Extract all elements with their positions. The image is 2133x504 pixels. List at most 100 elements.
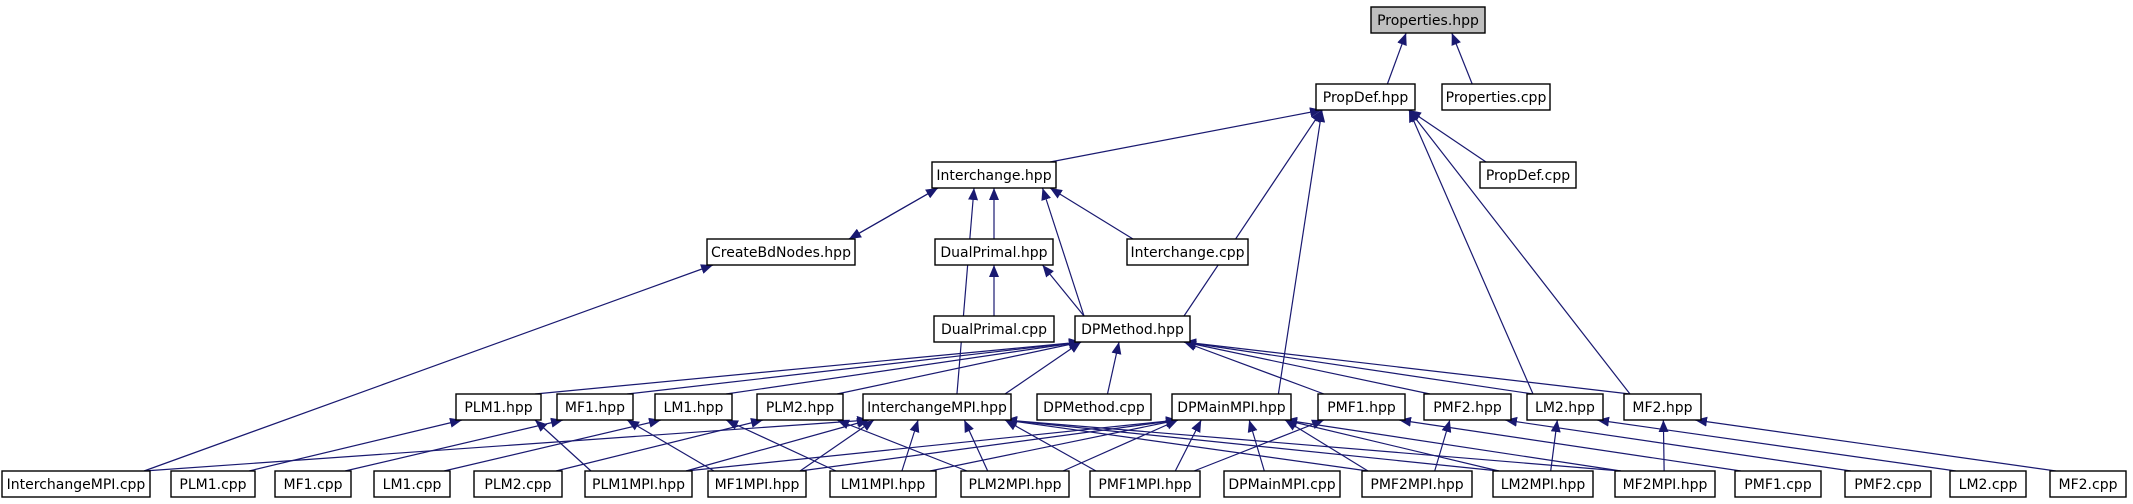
node-label: PMF1.cpp xyxy=(1744,477,1812,493)
node-mf1_hpp[interactable]: MF1.hpp xyxy=(556,393,634,421)
node-interchange_hpp[interactable]: Interchange.hpp xyxy=(931,161,1057,189)
node-label: LM1.cpp xyxy=(383,477,442,493)
node-createbdnodes_hpp[interactable]: CreateBdNodes.hpp xyxy=(706,238,856,266)
node-label: MF1MPI.hpp xyxy=(715,477,800,493)
node-plm1mpi_hpp[interactable]: PLM1MPI.hpp xyxy=(584,470,693,498)
edge-plm1_cpp-to-plm1_hpp xyxy=(248,417,463,472)
edge-plm1mpi_hpp-to-interchangempi_hpp xyxy=(685,418,870,472)
edge-dpmethod_hpp-to-interchange_hpp xyxy=(1041,187,1085,317)
node-lm2_hpp[interactable]: LM2.hpp xyxy=(1526,393,1604,421)
node-label: DualPrimal.cpp xyxy=(941,322,1047,338)
node-interchangempi_cpp[interactable]: InterchangeMPI.cpp xyxy=(1,470,151,498)
node-box xyxy=(1441,83,1551,111)
node-propdef_cpp[interactable]: PropDef.cpp xyxy=(1479,161,1577,189)
node-label: DPMainMPI.hpp xyxy=(1177,400,1286,416)
node-mf1_cpp[interactable]: MF1.cpp xyxy=(274,470,352,498)
node-box xyxy=(1949,470,2027,498)
edge-lm1_cpp-to-lm1_hpp xyxy=(443,417,662,472)
node-label: PLM1.cpp xyxy=(179,477,246,493)
edge-interchangempi_hpp-to-interchange_hpp xyxy=(956,187,979,395)
node-box xyxy=(1317,393,1406,421)
node-plm2mpi_hpp[interactable]: PLM2MPI.hpp xyxy=(960,470,1070,498)
node-properties_hpp[interactable]: Properties.hpp xyxy=(1370,6,1486,34)
node-dpmethod_cpp[interactable]: DPMethod.cpp xyxy=(1036,393,1152,421)
node-box xyxy=(274,470,352,498)
node-label: Interchange.hpp xyxy=(936,168,1051,184)
edge-plm2mpi_hpp-to-plm2_hpp xyxy=(836,419,968,472)
node-propdef_hpp[interactable]: PropDef.hpp xyxy=(1315,83,1416,111)
node-dualprimal_cpp[interactable]: DualPrimal.cpp xyxy=(933,315,1055,343)
node-pmf1mpi_hpp[interactable]: PMF1MPI.hpp xyxy=(1089,470,1201,498)
node-box xyxy=(706,238,856,266)
edge-lm2mpi_hpp-to-interchangempi_hpp xyxy=(1004,416,1500,472)
edge-pmf1_cpp-to-pmf1_hpp xyxy=(1398,416,1742,472)
node-pmf1_cpp[interactable]: PMF1.cpp xyxy=(1734,470,1822,498)
node-interchangempi_hpp[interactable]: InterchangeMPI.hpp xyxy=(862,393,1012,421)
edge-interchangempi_hpp-to-dpmethod_hpp xyxy=(1004,341,1082,395)
edge-pmf1_hpp-to-dpmethod_hpp xyxy=(1183,341,1325,395)
node-plm1_cpp[interactable]: PLM1.cpp xyxy=(170,470,256,498)
node-box xyxy=(2049,470,2127,498)
node-plm2_cpp[interactable]: PLM2.cpp xyxy=(473,470,563,498)
edge-pmf2_cpp-to-pmf2_hpp xyxy=(1504,416,1852,472)
node-lm1_hpp[interactable]: LM1.hpp xyxy=(654,393,733,421)
node-interchange_cpp[interactable]: Interchange.cpp xyxy=(1126,238,1249,266)
edge-plm1mpi_hpp-to-plm1_hpp xyxy=(534,419,592,472)
edge-pmf2mpi_hpp-to-pmf2_hpp xyxy=(1434,419,1452,472)
node-mf1mpi_hpp[interactable]: MF1MPI.hpp xyxy=(707,470,807,498)
node-mf2_cpp[interactable]: MF2.cpp xyxy=(2049,470,2127,498)
node-lm1_cpp[interactable]: LM1.cpp xyxy=(373,470,451,498)
node-pmf2_hpp[interactable]: PMF2.hpp xyxy=(1423,393,1512,421)
edge-mf1mpi_hpp-to-mf1_hpp xyxy=(626,419,715,472)
edge-plm2mpi_hpp-to-dpmainmpi_hpp xyxy=(1062,419,1179,472)
node-box xyxy=(934,238,1054,266)
node-label: LM2.cpp xyxy=(1959,477,2018,493)
node-box xyxy=(373,470,451,498)
edge-plm2mpi_hpp-to-interchangempi_hpp xyxy=(963,419,989,472)
node-label: LM1MPI.hpp xyxy=(841,477,926,493)
node-pmf2mpi_hpp[interactable]: PMF2MPI.hpp xyxy=(1361,470,1473,498)
edge-layer xyxy=(143,32,2057,472)
edge-lm2_cpp-to-lm2_hpp xyxy=(1596,416,1957,472)
node-properties_cpp[interactable]: Properties.cpp xyxy=(1441,83,1551,111)
node-plm1_hpp[interactable]: PLM1.hpp xyxy=(455,393,542,421)
node-lm1mpi_hpp[interactable]: LM1MPI.hpp xyxy=(829,470,937,498)
node-box xyxy=(1089,470,1201,498)
edge-mf1mpi_hpp-to-dpmainmpi_hpp xyxy=(799,416,1179,472)
node-plm2_hpp[interactable]: PLM2.hpp xyxy=(756,393,844,421)
node-mf2_hpp[interactable]: MF2.hpp xyxy=(1623,393,1702,421)
node-label: Interchange.cpp xyxy=(1131,245,1245,261)
node-dualprimal_hpp[interactable]: DualPrimal.hpp xyxy=(934,238,1054,266)
node-dpmainmpi_cpp[interactable]: DPMainMPI.cpp xyxy=(1223,470,1341,498)
node-box xyxy=(654,393,733,421)
node-label: InterchangeMPI.cpp xyxy=(7,477,146,493)
node-label: MF2.cpp xyxy=(2059,477,2118,493)
node-label: DPMethod.hpp xyxy=(1081,322,1184,338)
node-label: PLM2MPI.hpp xyxy=(969,477,1062,493)
node-box xyxy=(1074,315,1191,343)
edge-pmf1mpi_hpp-to-pmf1_hpp xyxy=(1193,419,1325,472)
node-pmf2_cpp[interactable]: PMF2.cpp xyxy=(1844,470,1932,498)
node-box xyxy=(1734,470,1822,498)
edge-plm1mpi_hpp-to-dpmainmpi_hpp xyxy=(685,416,1179,472)
node-mf2mpi_hpp[interactable]: MF2MPI.hpp xyxy=(1614,470,1716,498)
node-pmf1_hpp[interactable]: PMF1.hpp xyxy=(1317,393,1406,421)
edge-plm2_hpp-to-dpmethod_hpp xyxy=(836,339,1082,395)
node-lm2mpi_hpp[interactable]: LM2MPI.hpp xyxy=(1492,470,1594,498)
node-box xyxy=(933,315,1055,343)
node-label: DualPrimal.hpp xyxy=(940,245,1047,261)
node-lm2_cpp[interactable]: LM2.cpp xyxy=(1949,470,2027,498)
edge-dpmethod_hpp-to-propdef_hpp xyxy=(1183,109,1323,317)
node-box xyxy=(960,470,1070,498)
node-dpmethod_hpp[interactable]: DPMethod.hpp xyxy=(1074,315,1191,343)
node-box xyxy=(1623,393,1702,421)
node-dpmainmpi_hpp[interactable]: DPMainMPI.hpp xyxy=(1171,393,1292,421)
edge-mf2mpi_hpp-to-mf2_hpp xyxy=(1658,419,1669,472)
edge-pmf1mpi_hpp-to-dpmainmpi_hpp xyxy=(1174,419,1202,472)
edge-lm1mpi_hpp-to-interchangempi_hpp xyxy=(901,419,920,472)
edge-dpmethod_cpp-to-dpmethod_hpp xyxy=(1106,341,1122,395)
node-box xyxy=(1126,238,1249,266)
node-label: LM2.hpp xyxy=(1535,400,1595,416)
